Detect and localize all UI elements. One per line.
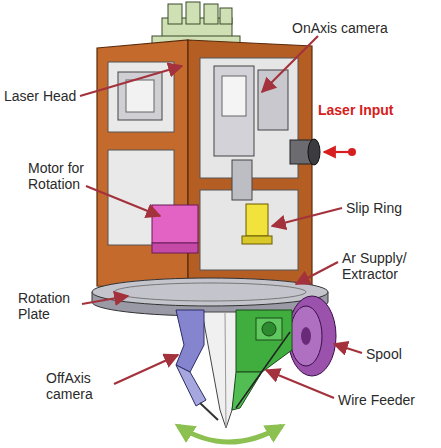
- spool: [288, 296, 336, 376]
- rotation-arrow: [178, 426, 282, 442]
- part-label: Laser Input: [318, 102, 418, 118]
- top-assembly: [152, 2, 240, 46]
- part-label: Spool: [366, 346, 426, 362]
- part-label: Slip Ring: [346, 200, 436, 216]
- part-label: Rotation Plate: [18, 290, 84, 322]
- part-label: Ar Supply/ Extractor: [342, 250, 430, 282]
- slip-ring: [242, 204, 272, 244]
- part-label: OnAxis camera: [292, 20, 402, 36]
- laser-input-port: [290, 139, 320, 165]
- part-label: Motor for Rotation: [28, 160, 108, 192]
- wire-feeder: [232, 310, 292, 410]
- laser-input-arrow: [324, 148, 356, 156]
- housing: [97, 40, 312, 292]
- part-label: OffAxis camera: [46, 370, 116, 402]
- part-label: Wire Feeder: [338, 392, 434, 408]
- rotation-motor: [152, 205, 198, 253]
- part-label: Laser Head: [4, 88, 94, 104]
- leader-lines: [80, 36, 362, 398]
- offaxis-camera: [176, 310, 218, 420]
